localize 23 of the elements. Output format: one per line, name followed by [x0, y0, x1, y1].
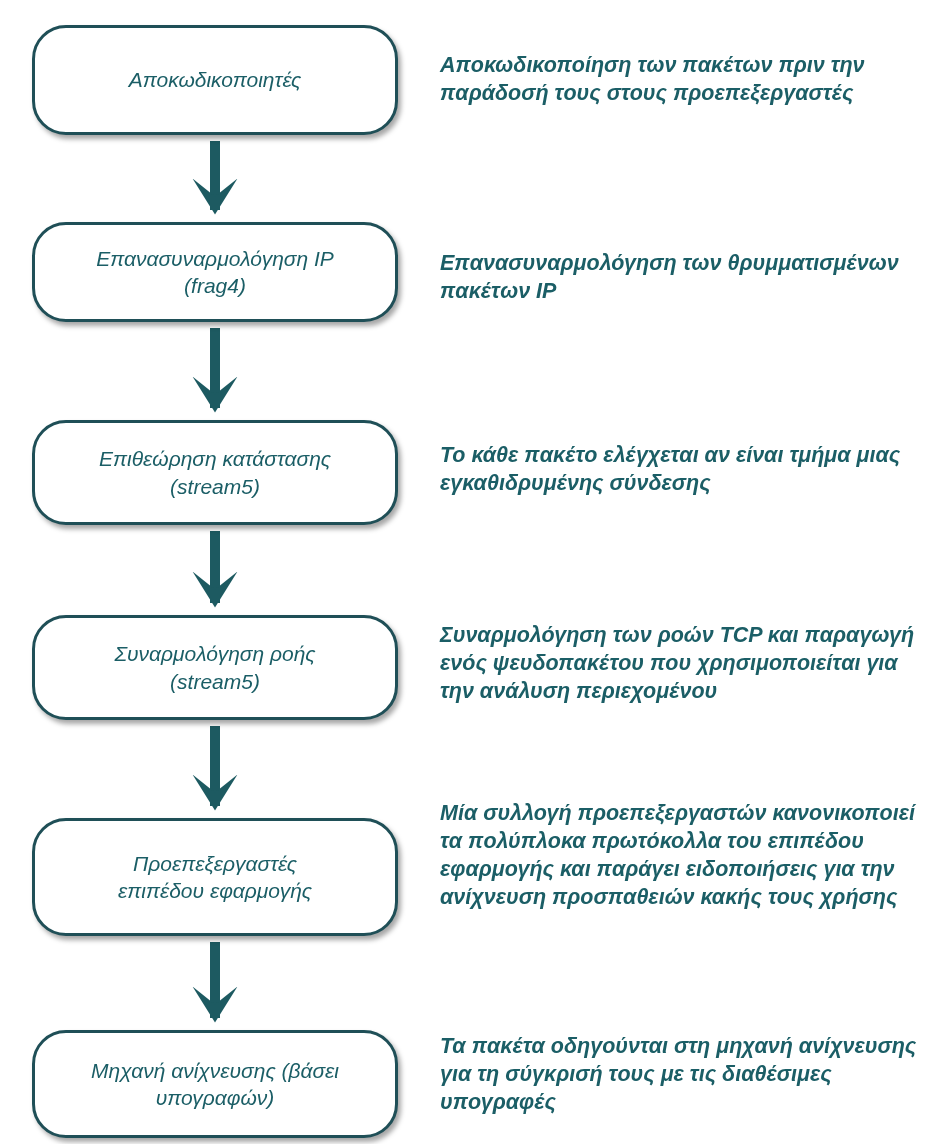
process-box	[32, 25, 398, 135]
step-label: Επιθεώρηση κατάστασης (stream5)	[97, 446, 332, 500]
process-box	[32, 1030, 398, 1138]
step-label: Μηχανή ανίχνευσης (βάσει υπογραφών)	[90, 1057, 340, 1111]
step-label: Αποκωδικοποιητές	[128, 67, 302, 94]
description-text: Αποκωδικοποίηση των πακέτων πριν την παράδοσή τους στους προεπεξεργαστές	[440, 52, 866, 107]
step-label: Επανασυναρμολόγηση IP (frag4)	[95, 245, 335, 299]
step-label: Συναρμολόγηση ροής (stream5)	[113, 641, 317, 695]
description-text: Μία συλλογή προεπεξεργαστών κανονικοποιεί τα πολύπλοκα πρωτόκολλα του επιπέδου εφαρμογής και παράγει ειδοποιήσεις για την ανίχνευση προσπαθειών κακής τους χρήσης	[440, 800, 917, 911]
description-text: Συναρμολόγηση των ροών TCP και παραγωγή ενός ψευδοπακέτου που χρησιμοποιείται για την ανάλυση περιεχομένου	[440, 622, 916, 705]
description-text: Το κάθε πακέτο ελέγχεται αν είναι τμήμα μιας εγκαθιδρυμένης σύνδεσης	[440, 442, 902, 497]
description-text: Επανασυναρμολόγηση των θρυμματισμένων πακέτων IP	[440, 250, 900, 305]
description-text: Τα πακέτα οδηγούνται στη μηχανή ανίχνευσης για τη σύγκρισή τους με τις διαθέσιμες υπογραφές	[440, 1033, 918, 1116]
arrow	[192, 328, 238, 413]
process-box	[32, 222, 398, 322]
arrow	[192, 531, 238, 608]
process-box	[32, 615, 398, 720]
arrow	[192, 726, 238, 811]
step-label: Προεπεξεργαστές επιπέδου εφαρμογής	[116, 850, 314, 904]
process-box	[32, 420, 398, 525]
arrow	[192, 141, 238, 215]
process-box	[32, 818, 398, 936]
arrow	[192, 942, 238, 1023]
